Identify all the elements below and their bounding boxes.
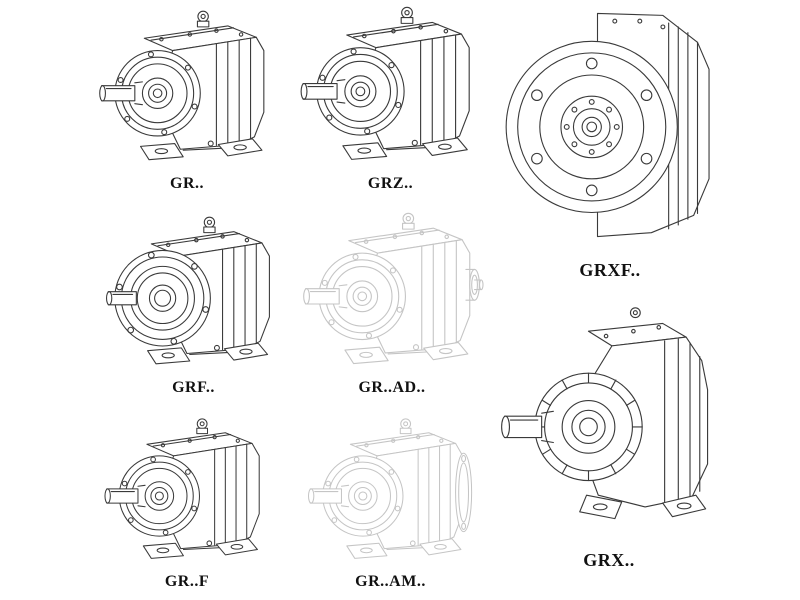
- figure-grf: GRF..: [96, 212, 291, 397]
- figure-grf-foot: GR..F: [92, 414, 282, 591]
- model-label-gr: GR..: [170, 175, 204, 192]
- gear-unit-flange-mounted-iso-icon: [96, 212, 291, 376]
- model-label-grz: GRZ..: [367, 175, 414, 192]
- figure-gr: GR..: [92, 6, 282, 193]
- model-label-grad: GR..AD..: [358, 379, 426, 396]
- gear-unit-flange-front-view-icon: [505, 12, 710, 238]
- figure-grad: GR..AD..: [288, 208, 496, 397]
- model-label-grx: GRX..: [583, 550, 635, 570]
- model-label-grf-foot: GR..F: [164, 573, 210, 590]
- gear-unit-motor-flange-iso-icon: [288, 414, 493, 570]
- gear-unit-foot-mounted-iso-icon: [92, 6, 282, 172]
- model-label-gram: GR..AM..: [355, 573, 426, 590]
- model-label-grxf: GRXF..: [579, 260, 641, 280]
- model-label-grf: GRF..: [172, 379, 215, 396]
- gear-unit-foot-mounted-iso-icon: [92, 414, 282, 570]
- gear-unit-foot-large-iso-icon: [501, 307, 709, 520]
- gear-unit-foot-mounted-iso-icon: [293, 2, 488, 172]
- gear-unit-input-adapter-iso-icon: [288, 208, 496, 376]
- figure-grxf: GRXF..: [494, 0, 726, 281]
- figure-grz: GRZ..: [293, 2, 488, 193]
- figure-gram: GR..AM..: [288, 414, 493, 591]
- figure-grx: GRX..: [490, 300, 728, 571]
